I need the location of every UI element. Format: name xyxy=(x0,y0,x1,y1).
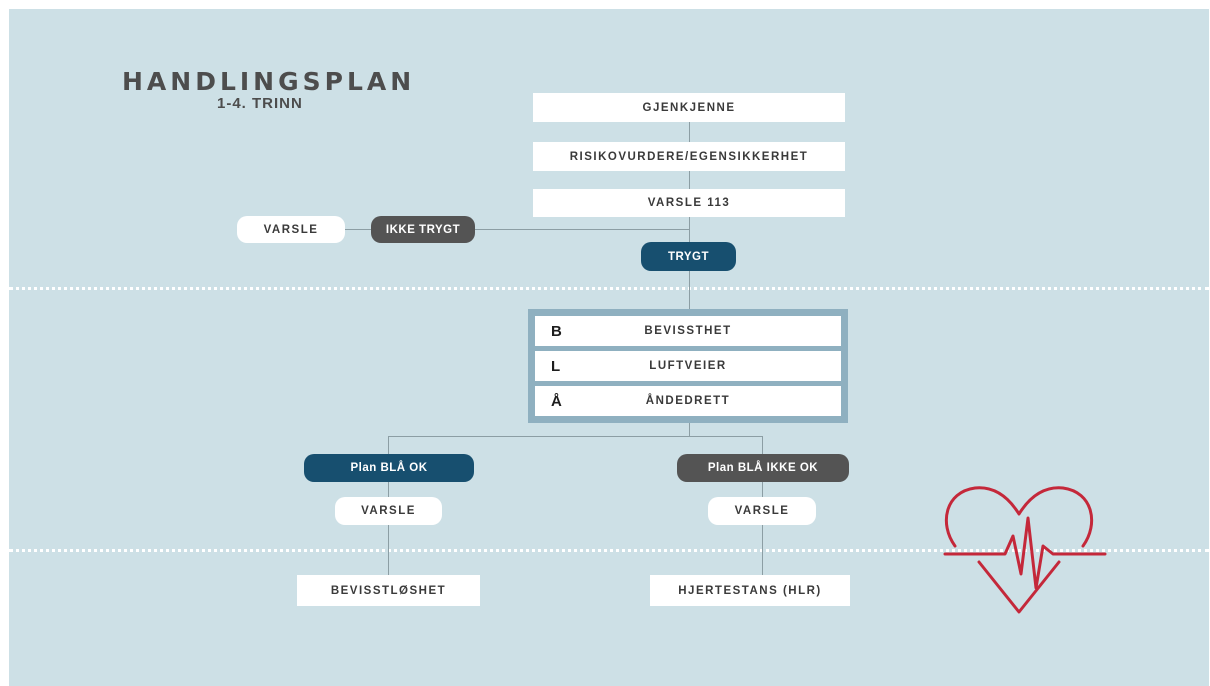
step-risikovurdere: RISIKOVURDERE/EGENSIKKERHET xyxy=(533,142,845,171)
varsle-plan-not-ok: VARSLE xyxy=(708,497,816,525)
connector xyxy=(689,423,690,436)
step-varsle-113: VARSLE 113 xyxy=(533,189,845,217)
bla-check-frame: B BEVISSTHET L LUFTVEIER Å ÅNDEDRETT xyxy=(528,309,848,423)
connector xyxy=(388,525,389,575)
bla-label: BEVISSTHET xyxy=(644,325,732,337)
heart-pulse-icon xyxy=(943,486,1107,614)
bla-letter: L xyxy=(551,357,561,375)
connector xyxy=(762,436,763,454)
connector xyxy=(388,436,389,454)
connector-varsle xyxy=(345,229,371,230)
result-bevisstloshet: BEVISSTLØSHET xyxy=(297,575,480,606)
connector-branch xyxy=(388,436,762,437)
plan-not-ok-badge: Plan BLÅ IKKE OK xyxy=(677,454,849,482)
connector xyxy=(762,525,763,575)
connector xyxy=(689,271,690,309)
connector xyxy=(689,217,690,242)
step-gjenkjenne: GJENKJENNE xyxy=(533,93,845,122)
connector xyxy=(689,171,690,189)
separator-bottom xyxy=(9,549,1209,552)
plan-ok-badge: Plan BLÅ OK xyxy=(304,454,474,482)
ikke-trygt-badge: IKKE TRYGT xyxy=(371,216,475,243)
page-title: HANDLINGSPLAN xyxy=(122,67,416,96)
bla-letter: B xyxy=(551,322,562,340)
bla-label: ÅNDEDRETT xyxy=(645,395,731,407)
separator-top xyxy=(9,287,1209,290)
connector xyxy=(762,482,763,497)
page-subtitle: 1-4. TRINN xyxy=(217,95,303,112)
bla-label: LUFTVEIER xyxy=(649,360,727,372)
diagram-canvas: HANDLINGSPLAN 1-4. TRINN GJENKJENNE RISI… xyxy=(9,9,1209,686)
bla-row-andedrett: Å ÅNDEDRETT xyxy=(535,386,841,416)
bla-row-bevissthet: B BEVISSTHET xyxy=(535,316,841,346)
connector xyxy=(388,482,389,497)
varsle-unsafe: VARSLE xyxy=(237,216,345,243)
connector-ikke-trygt xyxy=(475,229,689,230)
varsle-plan-ok: VARSLE xyxy=(335,497,442,525)
bla-letter: Å xyxy=(551,392,562,410)
trygt-badge: TRYGT xyxy=(641,242,736,271)
result-hjertestans: HJERTESTANS (HLR) xyxy=(650,575,850,606)
bla-row-luftveier: L LUFTVEIER xyxy=(535,351,841,381)
connector xyxy=(689,122,690,142)
